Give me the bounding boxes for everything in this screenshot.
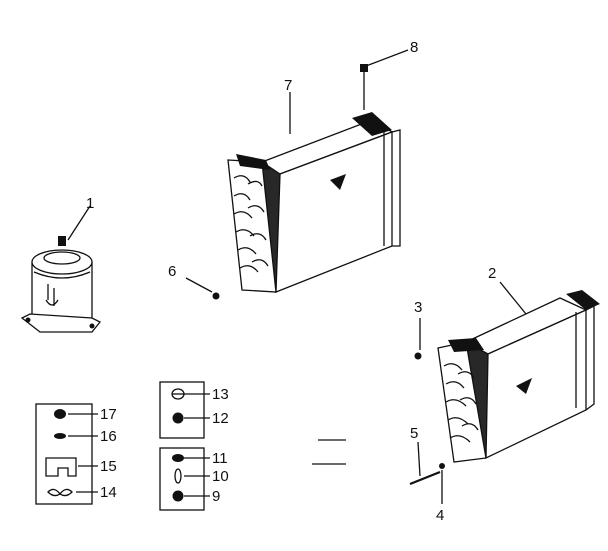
callout-12: 12 (212, 410, 229, 427)
overload-kit-icon (35, 403, 93, 505)
tube-icon (409, 470, 441, 486)
callout-9: 9 (212, 488, 220, 505)
callout-16: 16 (100, 428, 117, 445)
callout-15: 15 (100, 458, 117, 475)
screw-icon (414, 352, 422, 360)
callout-10: 10 (212, 468, 229, 485)
callout-5: 5 (410, 425, 418, 442)
callout-8: 8 (410, 39, 418, 56)
callout-7: 7 (284, 77, 292, 94)
mount-kit-icon (159, 381, 205, 439)
callout-3: 3 (414, 299, 422, 316)
callout-4: 4 (436, 507, 444, 524)
duct-mark (312, 439, 346, 465)
callout-1: 1 (86, 195, 94, 212)
evaporator-coil-icon (227, 112, 401, 293)
grommet-icon (159, 447, 205, 511)
screw-icon (212, 292, 220, 300)
callout-14: 14 (100, 484, 117, 501)
screw-icon (360, 64, 368, 110)
compressor-icon (20, 236, 102, 333)
screw-icon (439, 463, 445, 469)
condenser-coil-icon (437, 290, 600, 463)
callout-2: 2 (488, 265, 496, 282)
callout-17: 17 (100, 406, 117, 423)
callout-11: 11 (212, 450, 228, 467)
callout-13: 13 (212, 386, 229, 403)
callout-6: 6 (168, 263, 176, 280)
